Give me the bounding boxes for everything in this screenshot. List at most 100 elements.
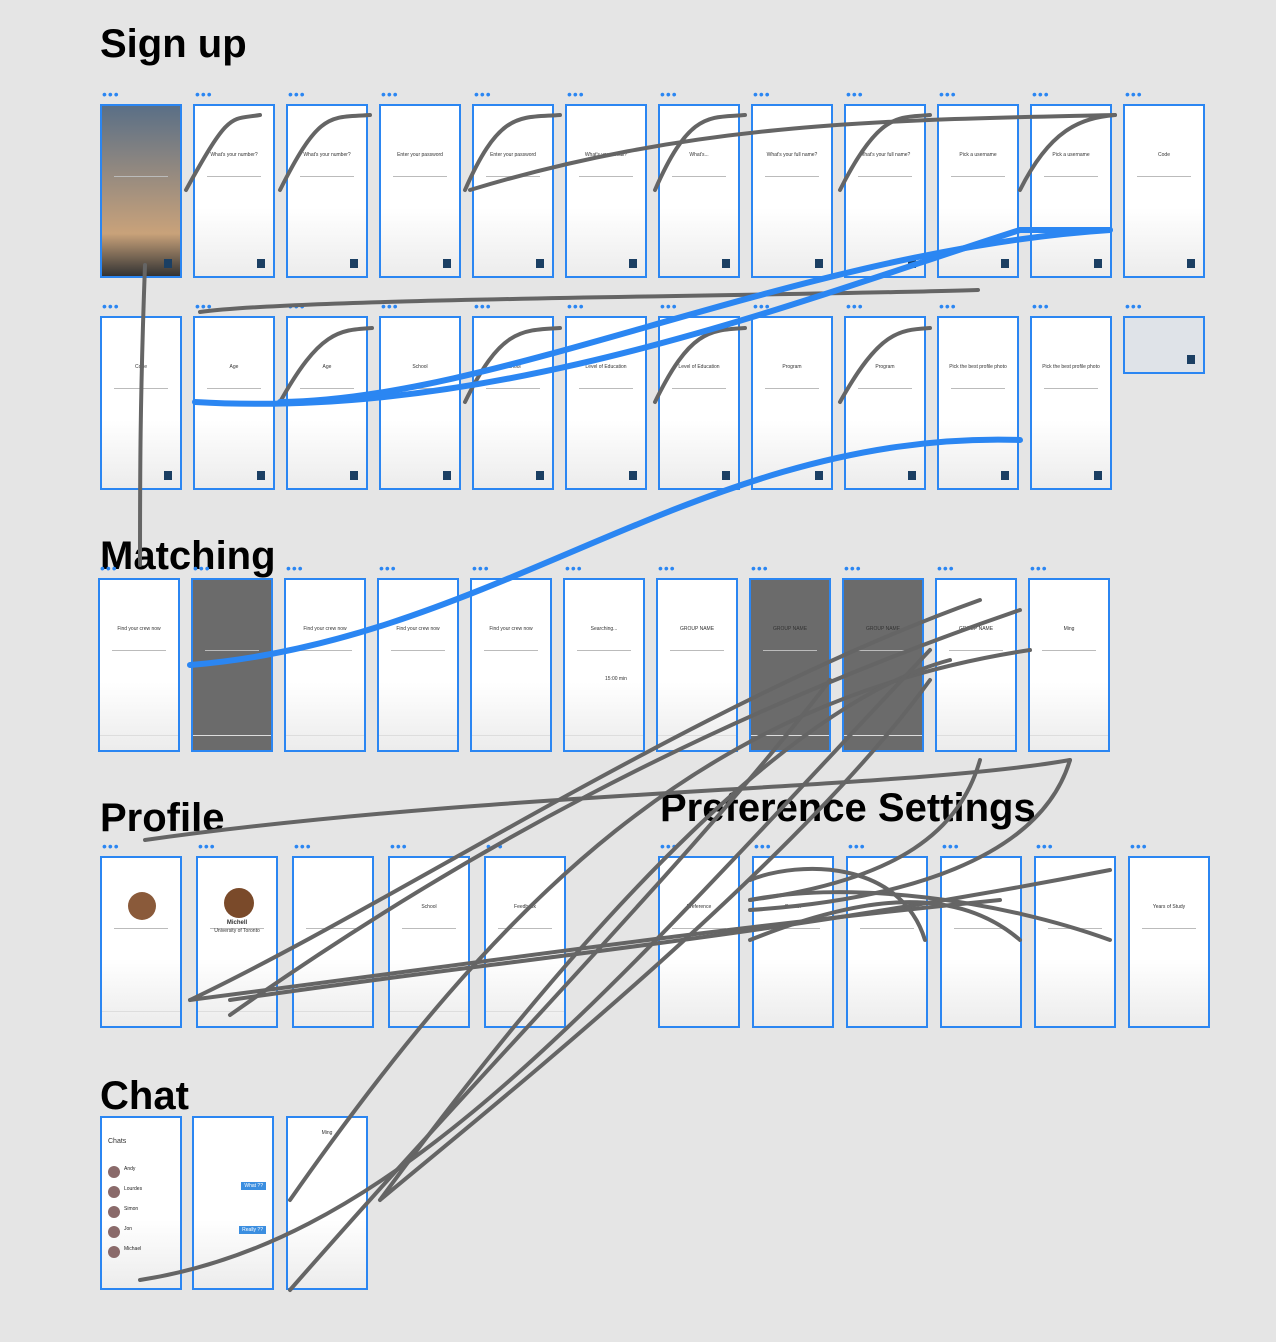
bottom-nav[interactable] — [565, 735, 643, 750]
artboard-menu-icon[interactable]: ••• — [288, 86, 306, 102]
signup-artboard[interactable]: Enter your password — [379, 104, 461, 278]
input-underline — [671, 388, 727, 389]
chat-list-item[interactable]: Michael — [108, 1244, 174, 1262]
artboard-menu-icon[interactable]: ••• — [567, 86, 585, 102]
artboard-menu-icon[interactable]: ••• — [474, 298, 492, 314]
profile-artboard[interactable]: Michelle — [100, 856, 182, 1028]
logo-icon — [722, 471, 730, 480]
artboard-menu-icon[interactable]: ••• — [658, 560, 676, 576]
artboard-menu-icon[interactable]: ••• — [390, 838, 408, 854]
artboard-menu-icon[interactable]: ••• — [100, 560, 118, 576]
artboard-menu-icon[interactable]: ••• — [1130, 838, 1148, 854]
bottom-nav[interactable] — [937, 735, 1015, 750]
matching-artboard[interactable]: GROUP NAME — [656, 578, 738, 752]
artboard-menu-icon[interactable]: ••• — [937, 560, 955, 576]
bottom-nav[interactable] — [193, 735, 271, 750]
signup-artboard[interactable]: What's your email? — [565, 104, 647, 278]
artboard-menu-icon[interactable]: ••• — [754, 838, 772, 854]
signup-artboard[interactable]: School — [379, 316, 461, 490]
chat-list-item[interactable]: Jon — [108, 1224, 174, 1242]
bottom-nav[interactable] — [844, 735, 922, 750]
artboard-menu-icon[interactable]: ••• — [660, 86, 678, 102]
artboard-menu-icon[interactable]: ••• — [567, 298, 585, 314]
signup-artboard[interactable] — [1123, 316, 1205, 374]
artboard-menu-icon[interactable]: ••• — [294, 838, 312, 854]
artboard-chat-list[interactable]: Chats Andy Lourdes Simon Jon Michael — [100, 1116, 182, 1290]
signup-artboard[interactable]: Pick a username — [937, 104, 1019, 278]
artboard-menu-icon[interactable]: ••• — [939, 298, 957, 314]
logo-icon — [1094, 259, 1102, 268]
artboard-menu-icon[interactable]: ••• — [195, 86, 213, 102]
artboard-menu-icon[interactable]: ••• — [102, 298, 120, 314]
matching-artboard[interactable]: Searching...15:00 min — [563, 578, 645, 752]
signup-artboard[interactable]: Pick the best profile photo — [937, 316, 1019, 490]
signup-artboard[interactable]: Pick a username — [1030, 104, 1112, 278]
artboard-menu-icon[interactable]: ••• — [846, 298, 864, 314]
artboard-menu-icon[interactable]: ••• — [846, 86, 864, 102]
signup-artboard[interactable] — [100, 104, 182, 278]
artboard-menu-icon[interactable]: ••• — [848, 838, 866, 854]
preference-artboard[interactable] — [940, 856, 1022, 1028]
artboard-menu-icon[interactable]: ••• — [381, 86, 399, 102]
chat-list-item[interactable]: Andy — [108, 1164, 174, 1182]
signup-artboard[interactable]: Enter your password — [472, 104, 554, 278]
bottom-nav[interactable] — [102, 1011, 180, 1026]
artboard-menu-icon[interactable]: ••• — [198, 838, 216, 854]
artboard-menu-icon[interactable]: ••• — [102, 838, 120, 854]
preference-artboard[interactable] — [846, 856, 928, 1028]
bottom-nav[interactable] — [751, 735, 829, 750]
signup-artboard[interactable]: What's your number? — [286, 104, 368, 278]
artboard-menu-icon[interactable]: ••• — [286, 560, 304, 576]
bottom-nav[interactable] — [379, 735, 457, 750]
matching-artboard[interactable]: Find your crew now — [284, 578, 366, 752]
input-underline — [857, 176, 913, 177]
signup-artboard[interactable]: Level of Education — [658, 316, 740, 490]
matching-artboard[interactable]: Find your crew now — [98, 578, 180, 752]
avatar — [108, 1226, 120, 1238]
artboard-menu-icon[interactable]: ••• — [1125, 298, 1143, 314]
artboard-menu-icon[interactable]: ••• — [472, 560, 490, 576]
signup-artboard[interactable]: Code — [1123, 104, 1205, 278]
artboard-menu-icon[interactable]: ••• — [660, 298, 678, 314]
artboard-menu-icon[interactable]: ••• — [753, 86, 771, 102]
logo-icon — [443, 259, 451, 268]
chat-list-item[interactable]: Lourdes — [108, 1184, 174, 1202]
artboard-menu-icon[interactable]: ••• — [474, 86, 492, 102]
artboard-menu-icon[interactable]: ••• — [1032, 86, 1050, 102]
bottom-nav[interactable] — [390, 1011, 468, 1026]
bottom-nav[interactable] — [100, 735, 178, 750]
artboard-chat-thread-1[interactable]: What ?? Really ?? — [192, 1116, 274, 1290]
artboard-menu-icon[interactable]: ••• — [1032, 298, 1050, 314]
artboard-menu-icon[interactable]: ••• — [939, 86, 957, 102]
signup-artboard[interactable]: What's... — [658, 104, 740, 278]
signup-artboard[interactable]: Program — [844, 316, 926, 490]
matching-artboard[interactable]: Find your crew now — [377, 578, 459, 752]
signup-artboard[interactable]: What's your full name? — [844, 104, 926, 278]
preference-artboard[interactable]: Years of Study — [1128, 856, 1210, 1028]
signup-artboard[interactable]: What's your number? — [193, 104, 275, 278]
preference-artboard[interactable] — [1034, 856, 1116, 1028]
artboard-menu-icon[interactable]: ••• — [1125, 86, 1143, 102]
artboard-menu-icon[interactable]: ••• — [751, 560, 769, 576]
bottom-nav[interactable] — [472, 735, 550, 750]
artboard-menu-icon[interactable]: ••• — [193, 560, 211, 576]
chat-list-item[interactable]: Simon — [108, 1204, 174, 1222]
artboard-menu-icon[interactable]: ••• — [942, 838, 960, 854]
bottom-nav[interactable] — [294, 1011, 372, 1026]
artboard-title: Age — [229, 364, 239, 370]
logo-icon — [722, 259, 730, 268]
matching-artboard[interactable]: Find your crew now — [470, 578, 552, 752]
signup-artboard[interactable]: School — [472, 316, 554, 490]
bottom-nav[interactable] — [286, 735, 364, 750]
artboard-menu-icon[interactable]: ••• — [102, 86, 120, 102]
artboard-menu-icon[interactable]: ••• — [844, 560, 862, 576]
signup-artboard[interactable]: Pick the best profile photo — [1030, 316, 1112, 490]
artboard-menu-icon[interactable]: ••• — [379, 560, 397, 576]
artboard-menu-icon[interactable]: ••• — [1036, 838, 1054, 854]
artboard-menu-icon[interactable]: ••• — [1030, 560, 1048, 576]
artboard-menu-icon[interactable]: ••• — [565, 560, 583, 576]
matching-artboard[interactable]: GROUP NAME — [842, 578, 924, 752]
bottom-nav[interactable] — [1030, 735, 1108, 750]
matching-artboard[interactable]: Ming — [1028, 578, 1110, 752]
bottom-nav[interactable] — [658, 735, 736, 750]
